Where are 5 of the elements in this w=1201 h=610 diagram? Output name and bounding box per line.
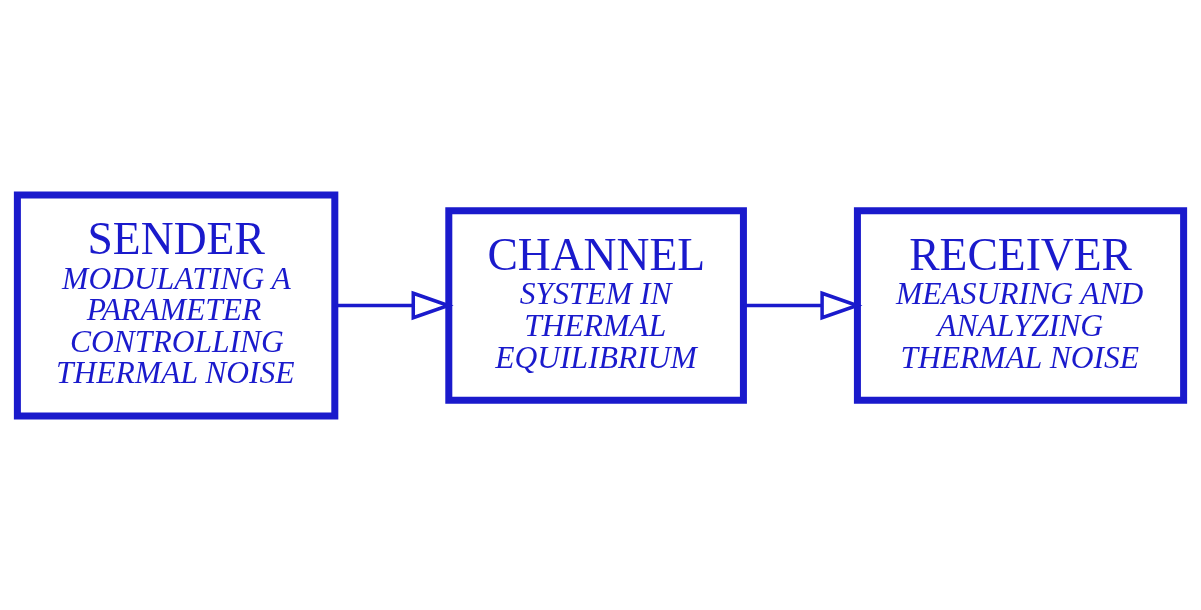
- node-box: CHANNEL SYSTEM IN THERMAL EQUILIBRIUM: [445, 206, 747, 404]
- node-box: RECEIVER MEASURING AND ANALYZING THERMAL NOISE: [853, 206, 1188, 404]
- arrow: [743, 290, 863, 320]
- node-box: SENDER MODULATING A PARAMETER CONTROLLING THERMAL NOISE: [13, 191, 339, 419]
- arrow: [335, 290, 454, 320]
